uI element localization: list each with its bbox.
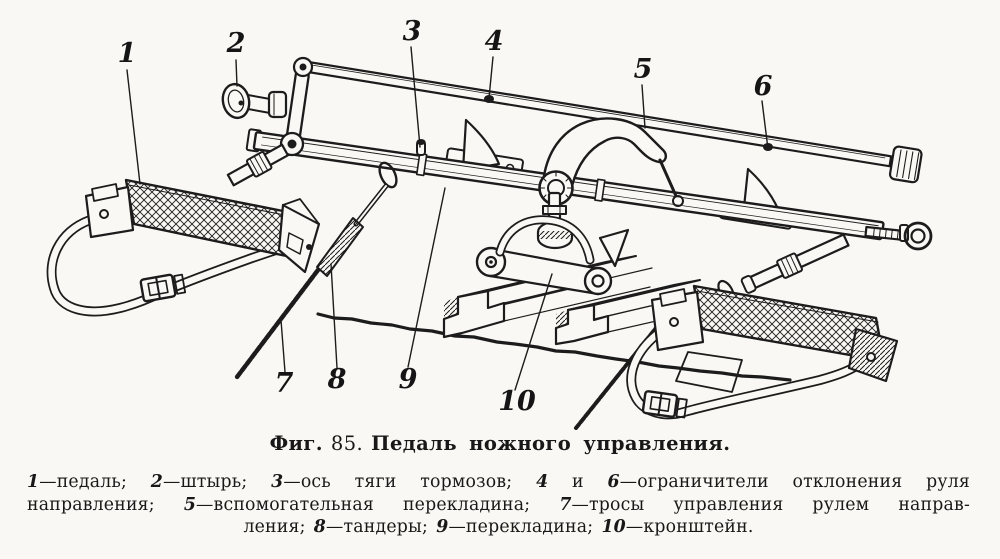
legend-line-1: 1—педаль; 2—штырь; 3—ось тяги тормозов; … xyxy=(27,472,970,492)
left-strap-buckle xyxy=(139,273,187,303)
right-strap-buckle xyxy=(641,390,688,419)
pedal-arm-left xyxy=(226,143,290,187)
knurled-cap xyxy=(888,145,923,184)
knob-pin xyxy=(221,82,288,120)
bracket-gusset xyxy=(598,228,630,268)
stop-4 xyxy=(484,95,494,103)
turnbuckle xyxy=(316,217,364,277)
callout-number-4: 4 xyxy=(485,26,504,57)
center-lever xyxy=(538,117,684,207)
callout-number-6: 6 xyxy=(754,71,773,102)
figure-caption-number: 85. xyxy=(330,432,364,455)
callout-number-1: 1 xyxy=(118,38,137,69)
callout-number-5: 5 xyxy=(634,54,653,85)
callout-number-3: 3 xyxy=(403,16,422,47)
leader-lines xyxy=(126,46,769,391)
callout-number-2: 2 xyxy=(226,28,246,59)
figure-drawing: 1 2 3 4 5 6 7 8 9 10 xyxy=(46,16,933,430)
callout-number-7: 7 xyxy=(275,368,294,399)
figure-legend: 1—педаль; 2—штырь; 3—ось тяги тормозов; … xyxy=(27,471,970,539)
legend-line-2: направления; 5—вспомогательная переклади… xyxy=(27,494,970,515)
figure-caption-title: Педаль ножного управления. xyxy=(371,432,731,455)
cable-left xyxy=(234,161,398,380)
left-pedal xyxy=(46,178,321,317)
callout-number-10: 10 xyxy=(498,386,536,417)
figure-caption-label: Фиг. xyxy=(269,432,323,455)
center-bracket xyxy=(475,191,630,296)
aux-crossbar xyxy=(292,56,923,184)
figure-caption: Фиг. 85. Педаль ножного управления. xyxy=(0,432,1000,456)
floor-edge xyxy=(316,312,792,382)
pedal-arm-right xyxy=(717,233,850,303)
eye-bolt xyxy=(864,221,933,251)
callout-number-8: 8 xyxy=(327,364,347,395)
legend-line-3: ления; 8—тандеры; 9—перекладина; 10—крон… xyxy=(243,517,754,537)
callout-number-9: 9 xyxy=(399,364,418,395)
right-pedal xyxy=(626,284,899,420)
floor-sheet-corner xyxy=(675,351,743,393)
